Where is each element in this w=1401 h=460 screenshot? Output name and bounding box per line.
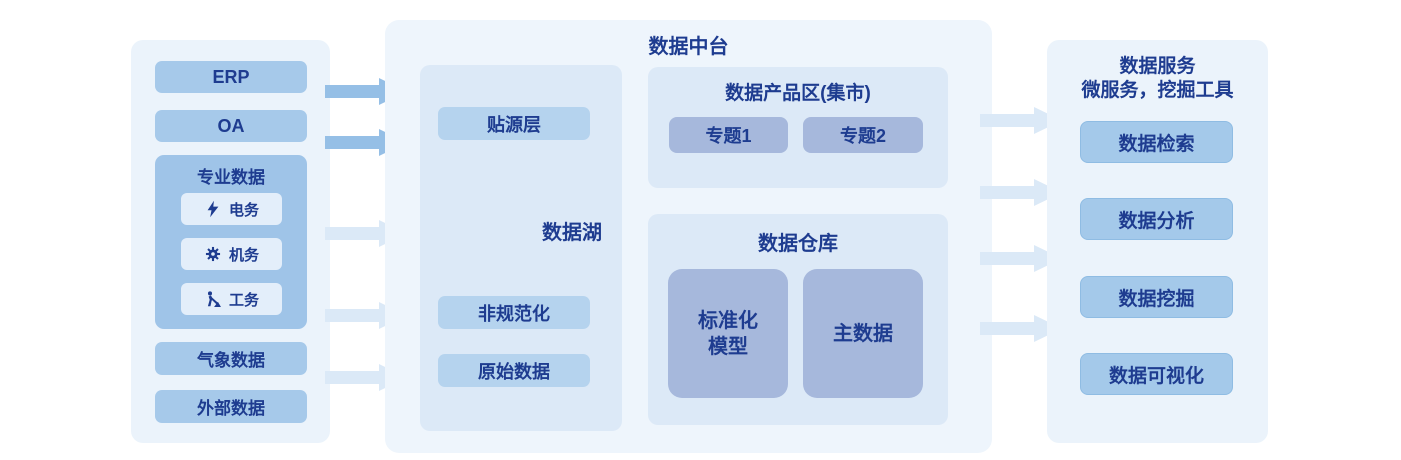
source-engineering: 工务: [181, 283, 282, 315]
worker-icon: [204, 290, 222, 308]
arrow-platform-to-visualization: [980, 315, 1062, 342]
service-data-analysis-label: 数据分析: [1118, 210, 1195, 232]
master-data-box: 主数据: [803, 269, 923, 398]
arrow-platform-to-analysis: [980, 179, 1062, 206]
service-data-mining: 数据挖掘: [1080, 276, 1233, 318]
source-weather: 气象数据: [155, 342, 307, 375]
topic-2-label: 专题2: [839, 126, 886, 146]
bolt-icon: [204, 200, 222, 218]
service-data-mining-label: 数据挖掘: [1118, 288, 1195, 310]
source-oa: OA: [155, 110, 307, 142]
platform-title: 数据中台: [648, 36, 729, 58]
professional-data-title: 专业数据: [197, 168, 265, 187]
service-data-search-label: 数据检索: [1118, 133, 1195, 155]
source-electric-label: 电务: [228, 201, 259, 219]
lake-layer-source-label: 贴源层: [487, 114, 541, 135]
product-zone-title: 数据产品区(集市): [725, 83, 871, 104]
data-lake-title: 数据湖: [542, 222, 602, 244]
source-erp: ERP: [155, 61, 307, 93]
lake-layer-source: 贴源层: [438, 107, 590, 140]
warehouse-title: 数据仓库: [758, 233, 838, 255]
source-external-label: 外部数据: [197, 399, 265, 418]
service-data-visualization: 数据可视化: [1080, 353, 1233, 395]
source-electric: 电务: [181, 193, 282, 225]
source-engineering-label: 工务: [228, 291, 259, 309]
standard-model-line2: 模型: [708, 335, 748, 358]
source-erp-label: ERP: [212, 66, 250, 87]
topic-1-box: 专题1: [669, 117, 788, 153]
service-data-search: 数据检索: [1080, 121, 1233, 163]
professional-data-group: 专业数据 电务 机务: [155, 155, 307, 329]
source-weather-label: 气象数据: [197, 351, 265, 370]
arrow-platform-to-search: [980, 107, 1062, 134]
lake-layer-raw-label: 原始数据: [478, 361, 550, 382]
topic-1-label: 专题1: [705, 126, 752, 146]
services-title-line1: 数据服务: [1119, 56, 1196, 77]
arrow-platform-to-mining: [980, 245, 1062, 272]
lake-layer-nonstandard-label: 非规范化: [478, 303, 550, 324]
master-data-label: 主数据: [833, 322, 893, 345]
source-external: 外部数据: [155, 390, 307, 423]
standard-model-box: 标准化 模型: [668, 269, 788, 398]
service-data-analysis: 数据分析: [1080, 198, 1233, 240]
lake-layer-raw: 原始数据: [438, 354, 590, 387]
lake-layer-nonstandard: 非规范化: [438, 296, 590, 329]
gear-icon: [204, 245, 222, 263]
source-mechanical: 机务: [181, 238, 282, 270]
source-mechanical-label: 机务: [228, 246, 259, 264]
standard-model-line1: 标准化: [698, 309, 758, 332]
service-data-visualization-label: 数据可视化: [1108, 365, 1204, 387]
services-title-line2: 微服务，挖掘工具: [1081, 80, 1234, 101]
source-oa-label: OA: [217, 115, 245, 136]
services-title: 数据服务 微服务，挖掘工具: [1047, 55, 1268, 103]
topic-2-box: 专题2: [803, 117, 923, 153]
